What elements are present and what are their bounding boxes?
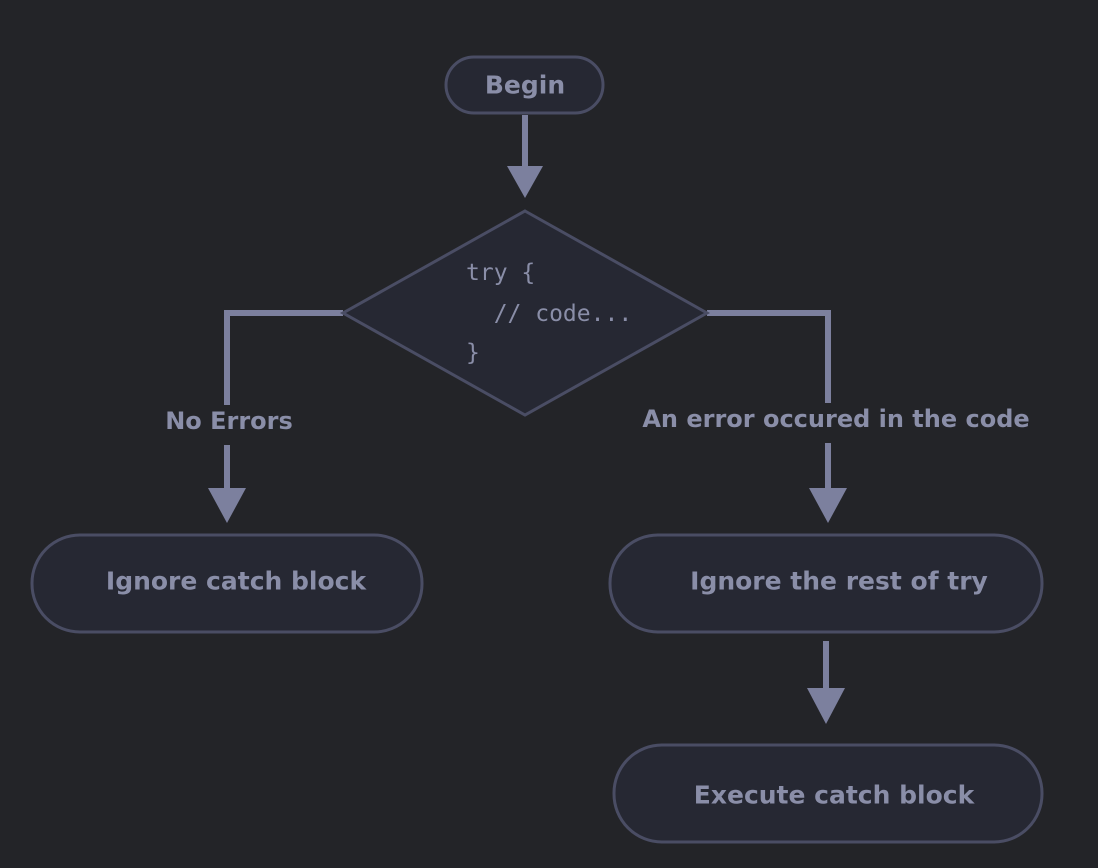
try-code-line-3: }	[466, 340, 480, 366]
node-execute-catch-block: Execute catch block	[612, 743, 1044, 844]
node-ignore-rest-of-try: Ignore the rest of try	[608, 533, 1044, 634]
try-diamond-shape	[339, 209, 711, 417]
begin-shape	[444, 55, 605, 115]
connectors	[208, 115, 847, 724]
no-errors-label: No Errors	[165, 407, 293, 435]
node-ignore-catch-block: Ignore catch block	[30, 533, 424, 634]
error-occurred-label: An error occured in the code	[642, 405, 1029, 433]
try-code-line-1: try {	[466, 260, 535, 286]
edge-try-to-error	[707, 310, 831, 403]
arrowhead-execute-catch	[807, 688, 845, 724]
ignore-catch-shape	[30, 533, 424, 634]
ignore-rest-shape	[608, 533, 1044, 634]
node-try-block: try { // code... }	[339, 209, 711, 417]
arrowhead-begin-to-try	[507, 166, 543, 198]
try-code-line-2: // code...	[466, 301, 632, 327]
edge-label-error-occurred: An error occured in the code	[642, 405, 1029, 433]
ignore-rest-label: Ignore the rest of try	[690, 567, 988, 596]
edge-label-no-errors: No Errors	[165, 407, 293, 435]
edge-try-to-no-errors	[224, 310, 343, 405]
execute-catch-shape	[612, 743, 1044, 844]
begin-label: Begin	[485, 71, 565, 100]
ignore-catch-label: Ignore catch block	[106, 567, 368, 596]
arrowhead-ignore-rest	[809, 488, 847, 523]
node-begin: Begin	[444, 55, 605, 115]
execute-catch-label: Execute catch block	[694, 781, 976, 810]
arrowhead-ignore-catch	[208, 488, 246, 523]
